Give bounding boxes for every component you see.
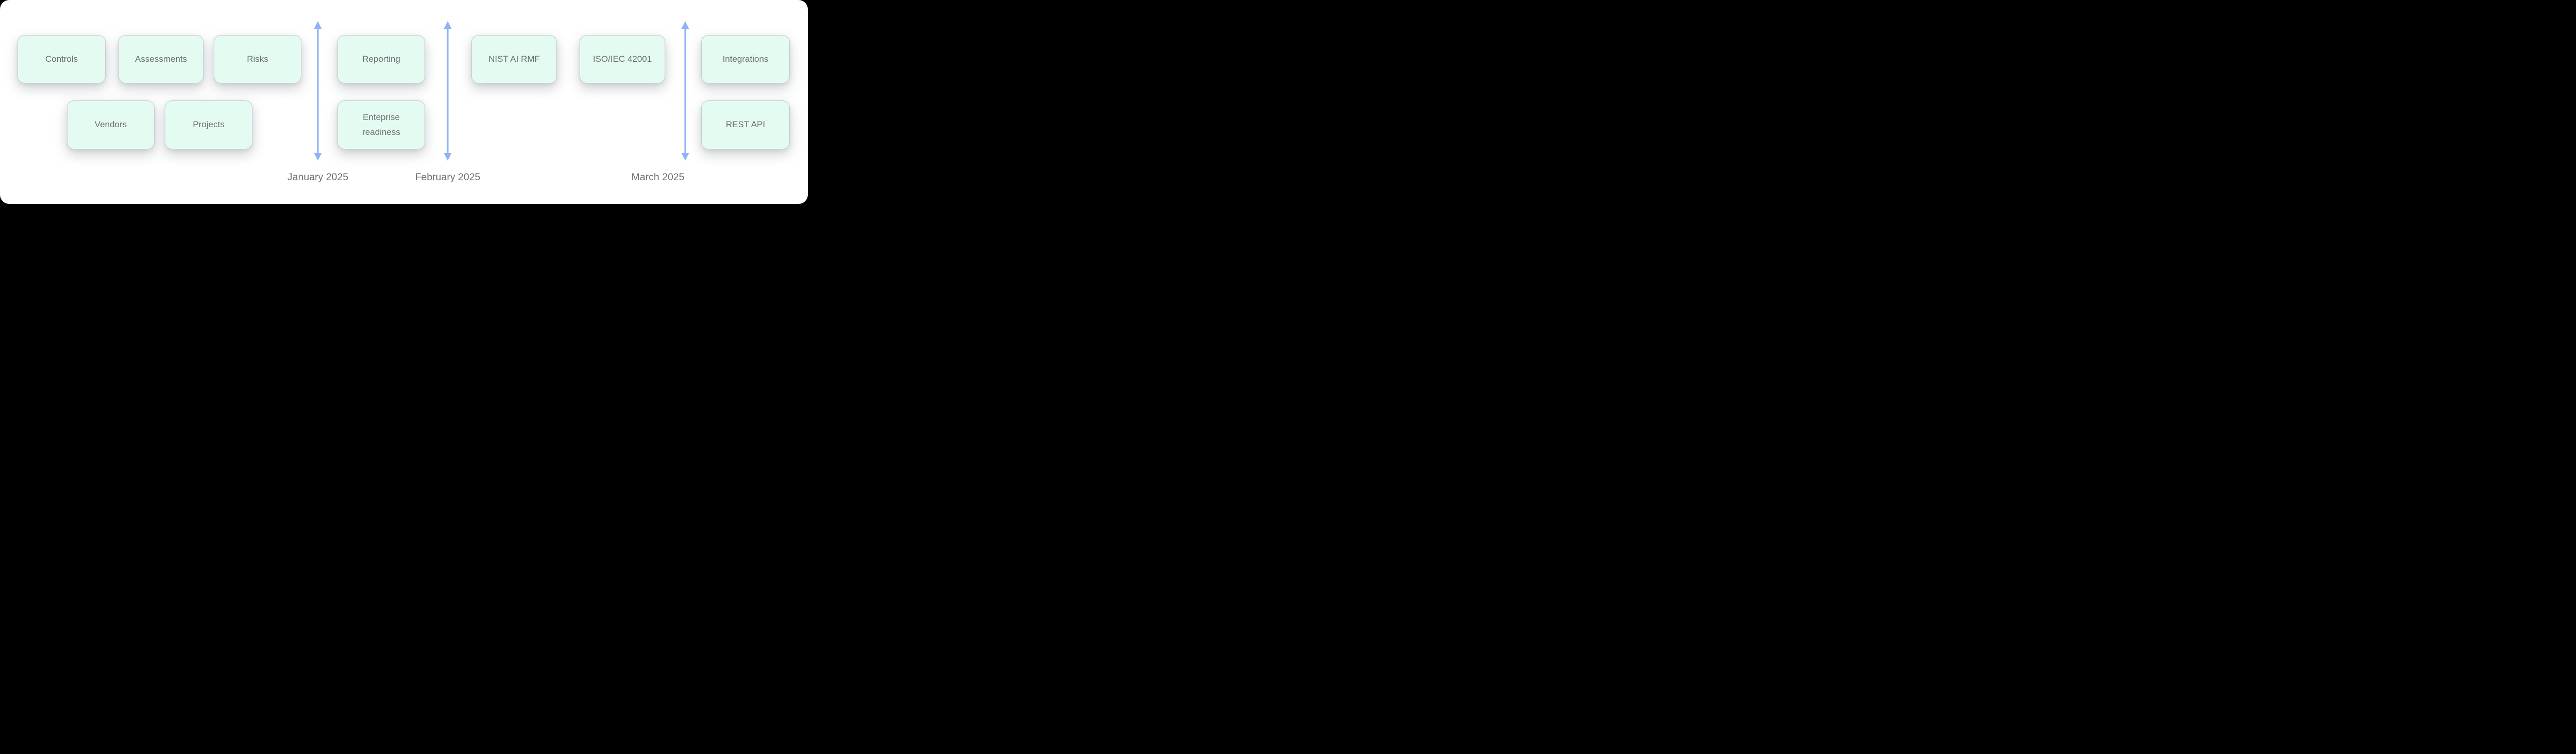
- feature-box-enteprise-readiness: Enteprise readiness: [337, 100, 425, 149]
- feature-box-risks: Risks: [214, 35, 301, 83]
- feature-box-vendors: Vendors: [67, 100, 155, 149]
- feature-box-label: ISO/IEC 42001: [592, 54, 652, 64]
- feature-box-integrations: Integrations: [701, 35, 790, 83]
- feature-box-label: REST API: [725, 119, 766, 130]
- feature-box-nist-ai-rmf: NIST AI RMF: [471, 35, 557, 83]
- roadmap-diagram: Controls Assessments Risks Reporting NIS…: [0, 0, 808, 204]
- feature-box-assessments: Assessments: [118, 35, 204, 83]
- feature-box-iso-iec-42001: ISO/IEC 42001: [580, 35, 665, 83]
- month-label-january-2025: January 2025: [287, 172, 349, 183]
- feature-box-rest-api: REST API: [701, 100, 790, 149]
- feature-box-label: Integrations: [722, 54, 769, 64]
- feature-box-label: Assessments: [134, 54, 188, 64]
- feature-box-label: Projects: [193, 119, 225, 130]
- timeline-divider-arrow-icon: [314, 21, 322, 161]
- feature-box-projects: Projects: [165, 100, 252, 149]
- month-label-march-2025: March 2025: [631, 172, 685, 183]
- timeline-divider-arrow-icon: [681, 21, 689, 161]
- feature-box-reporting: Reporting: [337, 35, 425, 83]
- feature-box-label: Controls: [45, 54, 78, 64]
- month-label-february-2025: February 2025: [415, 172, 481, 183]
- feature-box-label: Vendors: [94, 119, 127, 130]
- feature-box-label: NIST AI RMF: [488, 54, 540, 64]
- timeline-divider-arrow-icon: [444, 21, 452, 161]
- feature-box-label: Reporting: [362, 54, 400, 64]
- feature-box-label: Enteprise readiness: [362, 112, 400, 137]
- roadmap-card: Controls Assessments Risks Reporting NIS…: [0, 0, 808, 204]
- feature-box-controls: Controls: [18, 35, 106, 83]
- feature-box-label: Risks: [247, 54, 268, 64]
